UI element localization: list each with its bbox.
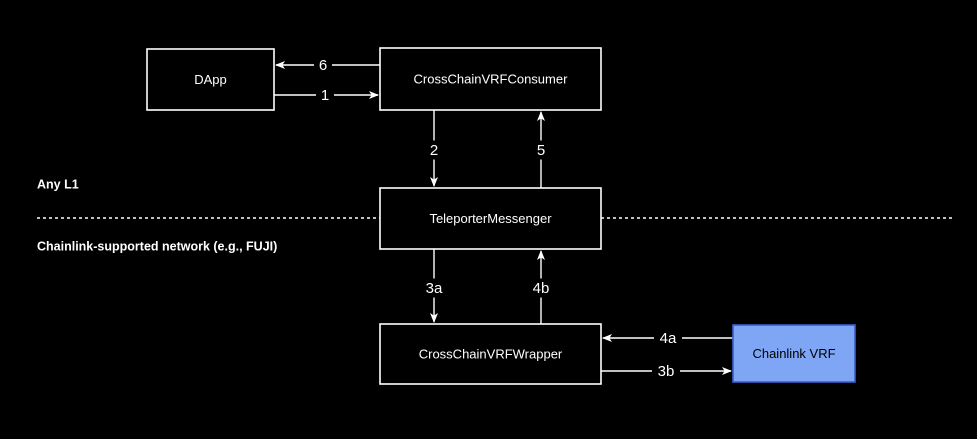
zone-label-any-l1: Any L1 bbox=[37, 177, 79, 191]
node-box-cross-chain-vrf-consumer[interactable] bbox=[379, 47, 602, 111]
edge-label-group-4a: 4a bbox=[654, 328, 682, 348]
edge-label-4b: 4b bbox=[533, 280, 550, 297]
edge-label-6: 6 bbox=[319, 57, 327, 74]
edge-label-group-4b: 4b bbox=[527, 278, 555, 298]
node-box-cross-chain-vrf-wrapper[interactable] bbox=[379, 323, 602, 385]
node-box-teleporter-messenger[interactable] bbox=[379, 187, 602, 250]
edge-label-5: 5 bbox=[537, 142, 545, 159]
edge-label-backdrop bbox=[314, 55, 332, 75]
node-label-dapp: DApp bbox=[194, 72, 227, 87]
node-dapp[interactable]: DApp bbox=[146, 48, 275, 111]
zone-labels-layer: Any L1 Chainlink-supported network (e.g.… bbox=[37, 177, 277, 253]
edge-label-backdrop bbox=[532, 140, 550, 160]
edge-label-group-3b: 3b bbox=[652, 361, 680, 381]
edge-label-group-3a: 3a bbox=[420, 278, 448, 298]
zone-label-chainlink-network: Chainlink-supported network (e.g., FUJI) bbox=[37, 239, 277, 253]
edge-label-4a: 4a bbox=[660, 330, 677, 347]
edge-labels-layer: 6 1 2 5 3a 4b 4a 3b bbox=[314, 55, 682, 381]
node-teleporter-messenger[interactable]: TeleporterMessenger bbox=[379, 187, 602, 250]
node-cross-chain-vrf-consumer[interactable]: CrossChainVRFConsumer bbox=[379, 47, 602, 111]
edge-label-group-5: 5 bbox=[532, 140, 550, 160]
edge-label-backdrop bbox=[316, 85, 334, 105]
nodes-layer: DApp CrossChainVRFConsumerTeleporterMesse… bbox=[146, 47, 856, 385]
node-box-chainlink-vrf[interactable] bbox=[732, 324, 856, 383]
edge-label-group-2: 2 bbox=[425, 140, 443, 160]
node-chainlink-vrf[interactable]: Chainlink VRF bbox=[732, 324, 856, 383]
edge-label-backdrop bbox=[654, 328, 682, 348]
node-label-chainlink-vrf: Chainlink VRF bbox=[752, 346, 835, 361]
edge-label-1: 1 bbox=[321, 87, 329, 104]
node-cross-chain-vrf-wrapper[interactable]: CrossChainVRFWrapper bbox=[379, 323, 602, 385]
node-label-cross-chain-vrf-consumer: CrossChainVRFConsumer bbox=[414, 71, 569, 86]
edge-label-backdrop bbox=[425, 140, 443, 160]
edge-label-3b: 3b bbox=[658, 363, 675, 380]
node-label-cross-chain-vrf-wrapper: CrossChainVRFWrapper bbox=[419, 346, 563, 361]
node-label-teleporter-messenger: TeleporterMessenger bbox=[429, 211, 552, 226]
edge-label-2: 2 bbox=[430, 142, 438, 159]
edge-label-group-1: 1 bbox=[316, 85, 334, 105]
edge-label-backdrop bbox=[652, 361, 680, 381]
edge-label-3a: 3a bbox=[426, 280, 443, 297]
node-box-dapp[interactable] bbox=[146, 48, 275, 111]
edge-label-backdrop bbox=[420, 278, 448, 298]
edge-label-backdrop bbox=[527, 278, 555, 298]
edge-label-group-6: 6 bbox=[314, 55, 332, 75]
